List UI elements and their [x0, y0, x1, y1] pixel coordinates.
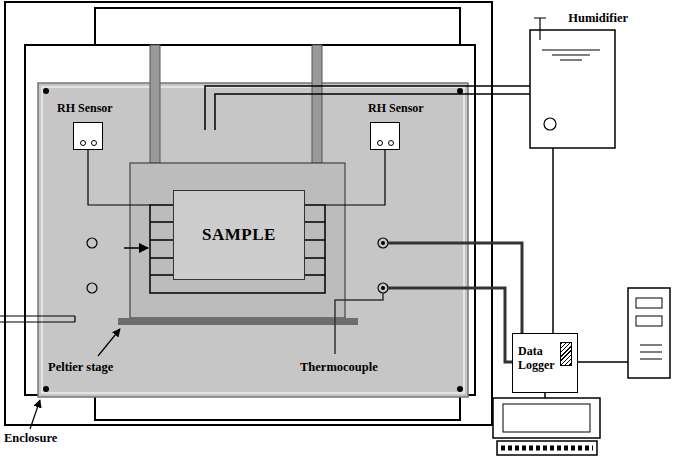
component-label: RH Sensor	[57, 102, 113, 116]
rh-sensor: RH Sensor	[364, 98, 436, 150]
humidifier-valve	[534, 18, 546, 40]
keyboard	[497, 441, 597, 455]
humidifier-pipe	[205, 86, 530, 130]
corner-screw	[457, 88, 463, 94]
pointer-arrow	[124, 247, 148, 249]
part-label: Enclosure	[4, 431, 57, 445]
sensor-lead	[88, 150, 150, 205]
drive-bay	[636, 316, 662, 326]
probe-rod	[0, 316, 75, 322]
computer-tower	[628, 288, 670, 378]
corner-screw	[43, 386, 49, 392]
component-label: RH Sensor	[368, 102, 424, 116]
sensor-housing	[370, 122, 400, 150]
support-post	[150, 45, 160, 163]
part-label: Peltier stage	[48, 360, 113, 374]
humidifier-outlet	[544, 118, 556, 130]
thermocouple-port	[381, 286, 385, 290]
component-label: Humidifier	[568, 11, 633, 25]
keyboard-keys	[501, 446, 593, 451]
top-clamp	[95, 8, 460, 45]
humidifier-tank	[530, 30, 615, 148]
sensor-housing	[73, 122, 103, 150]
corner-screw	[457, 386, 463, 392]
panel-rim	[42, 87, 464, 393]
outer-frame	[5, 2, 492, 425]
rh-sensor: RH Sensor	[55, 98, 127, 150]
bottom-clamp	[95, 395, 460, 420]
sample-label: SAMPLE	[202, 225, 276, 245]
sensor-pin	[388, 140, 394, 146]
sample-holder	[130, 163, 345, 318]
part-label: Thermocouple	[300, 360, 378, 374]
connector-line	[552, 148, 554, 333]
sensor-pin	[377, 140, 383, 146]
sample-box: SAMPLE	[173, 190, 305, 280]
humidifier: Humidifier	[528, 8, 633, 148]
peltier-plate	[118, 318, 358, 325]
computer-monitor	[493, 398, 600, 438]
corner-screw	[43, 88, 49, 94]
port	[87, 283, 97, 293]
thermocouple-lead	[335, 293, 383, 354]
support-post	[312, 45, 322, 163]
thermocouple-port	[378, 238, 388, 248]
drive-bay	[636, 298, 662, 308]
sensor-lead	[325, 150, 385, 205]
sensor-pin	[80, 140, 86, 146]
thermocouple-wire	[388, 288, 512, 362]
port	[87, 238, 97, 248]
tower-vent	[640, 345, 662, 359]
data-logger: Data Logger	[512, 333, 578, 393]
leader-line	[30, 400, 40, 429]
sensor-pin	[91, 140, 97, 146]
thermocouple-port	[378, 283, 388, 293]
thermocouple-port	[381, 241, 385, 245]
leader-line	[98, 329, 120, 356]
logger-display	[560, 342, 572, 366]
water-level	[542, 50, 600, 60]
monitor-screen	[503, 404, 590, 432]
enclosure-panel	[38, 83, 468, 397]
component-label: Data Logger	[518, 345, 555, 373]
